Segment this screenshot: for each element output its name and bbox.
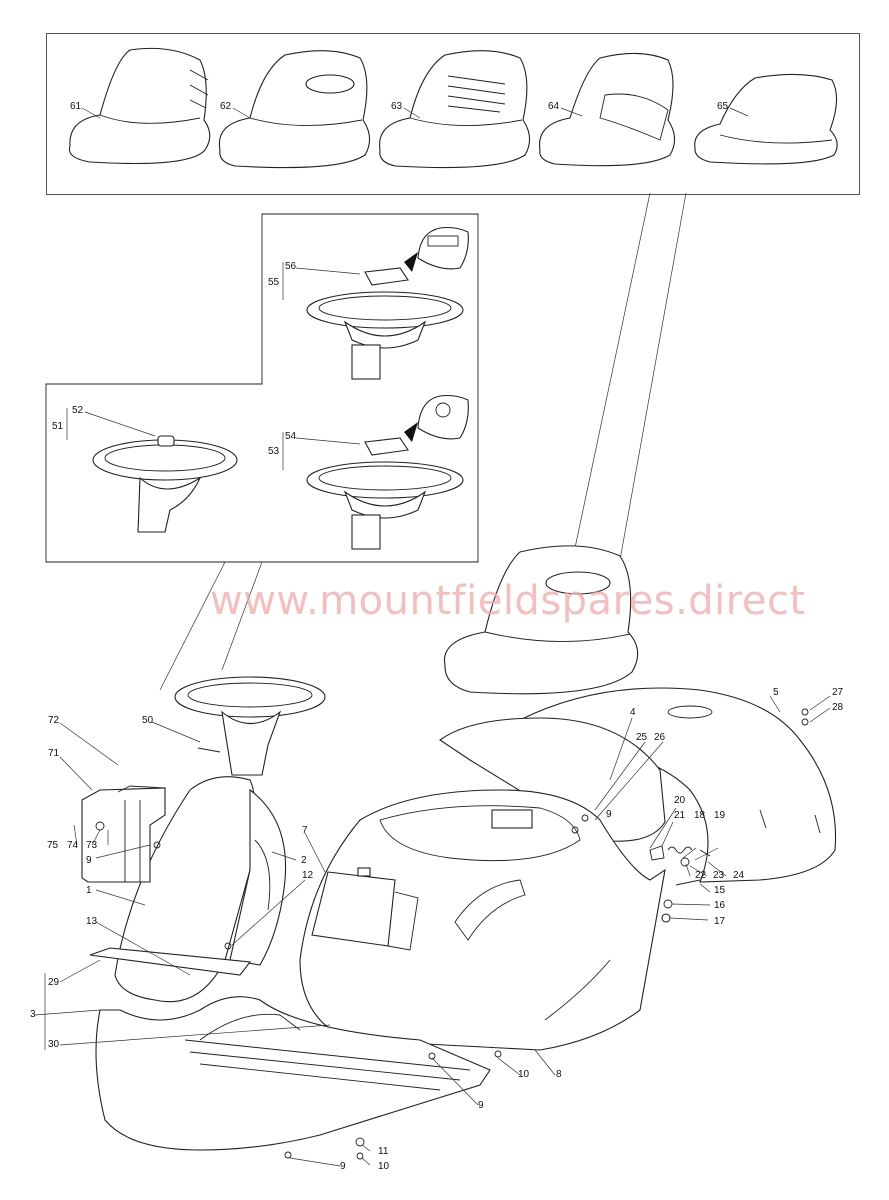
watermark: www.mountfieldspares.direct <box>210 578 806 624</box>
callout-10-bottom: 10 <box>378 1161 390 1172</box>
seat-65-drawing <box>694 73 838 165</box>
callout-29: 29 <box>48 977 60 988</box>
callout-56: 56 <box>285 261 297 272</box>
steering-wheel-51-drawing <box>92 435 238 533</box>
seat-61-drawing <box>68 47 211 165</box>
main-steering-wheel-drawing <box>174 676 326 776</box>
battery-71-drawing <box>81 785 166 883</box>
steering-frame-leader-right <box>221 561 263 671</box>
callout-15: 15 <box>714 885 726 896</box>
callout-18: 18 <box>694 810 706 821</box>
callout-4: 4 <box>630 707 636 718</box>
callout-24: 24 <box>733 870 745 881</box>
fasteners-drawing <box>153 708 809 1160</box>
callout-54: 54 <box>285 431 297 442</box>
callout-63: 63 <box>391 101 403 112</box>
callout-17: 17 <box>714 916 726 927</box>
steering-wheel-53-drawing <box>306 394 469 550</box>
callout-3: 3 <box>30 1009 36 1020</box>
callout-10-body: 10 <box>518 1069 530 1080</box>
callout-61: 61 <box>70 101 82 112</box>
dashboard-1-drawing <box>114 776 287 1003</box>
callout-50: 50 <box>142 715 154 726</box>
battery-cover-7-drawing <box>311 867 419 951</box>
callout-28: 28 <box>832 702 844 713</box>
callout-9-rear: 9 <box>606 809 612 820</box>
callout-27: 27 <box>832 687 844 698</box>
callout-leaders <box>34 107 831 1167</box>
seat-frame-leader-right <box>619 192 687 561</box>
callout-62: 62 <box>220 101 232 112</box>
callout-26: 26 <box>654 732 666 743</box>
callout-25: 25 <box>636 732 648 743</box>
callout-13: 13 <box>86 916 98 927</box>
seat-options-frame <box>46 33 860 195</box>
callout-72: 72 <box>48 715 60 726</box>
steering-wheel-55-drawing <box>306 226 469 380</box>
callout-9-front: 9 <box>478 1100 484 1111</box>
callout-53: 53 <box>268 446 280 457</box>
callout-16: 16 <box>714 900 726 911</box>
callout-55: 55 <box>268 277 280 288</box>
callout-21: 21 <box>674 810 686 821</box>
callout-19: 19 <box>714 810 726 821</box>
callout-9-bottom: 9 <box>340 1161 346 1172</box>
callout-22: 22 <box>695 870 707 881</box>
callout-52: 52 <box>72 405 84 416</box>
callout-1: 1 <box>86 885 92 896</box>
seat-64-drawing <box>539 52 676 167</box>
callout-73: 73 <box>86 840 98 851</box>
callout-51: 51 <box>52 421 64 432</box>
callout-75: 75 <box>47 840 59 851</box>
callout-20: 20 <box>674 795 686 806</box>
callout-23: 23 <box>713 870 725 881</box>
seat-62-drawing <box>218 50 371 169</box>
callout-71: 71 <box>48 748 60 759</box>
seat-63-drawing <box>379 50 531 169</box>
callout-9-battery: 9 <box>86 855 92 866</box>
seat-frame-leader-left <box>574 192 651 549</box>
callout-2: 2 <box>301 855 307 866</box>
callout-5: 5 <box>773 687 779 698</box>
callout-8: 8 <box>556 1069 562 1080</box>
main-seat-drawing <box>443 545 639 695</box>
callout-7: 7 <box>302 825 308 836</box>
steering-frame-leader-left <box>159 561 226 691</box>
rear-cover-4-drawing <box>439 717 666 842</box>
steering-options-frame <box>45 213 479 563</box>
callout-11: 11 <box>378 1146 389 1157</box>
callout-30: 30 <box>48 1039 60 1050</box>
callout-12: 12 <box>302 870 314 881</box>
callout-64: 64 <box>548 101 560 112</box>
callout-65: 65 <box>717 101 729 112</box>
callout-74: 74 <box>67 840 79 851</box>
